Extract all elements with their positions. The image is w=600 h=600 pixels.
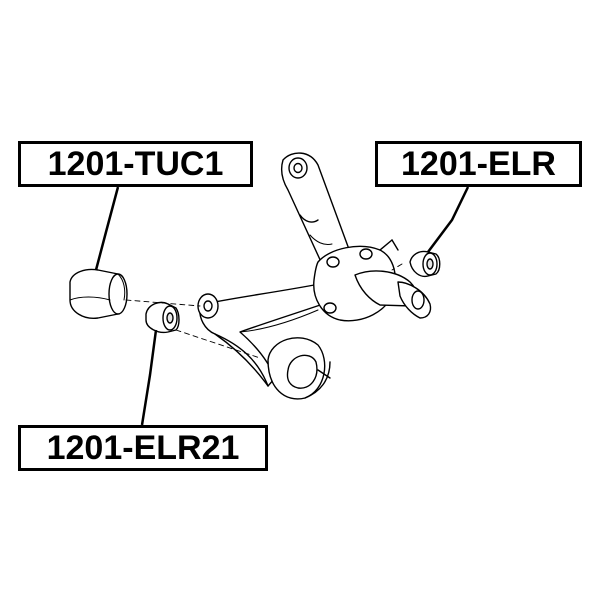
bushing-elr21 (145, 301, 180, 334)
bushing-tuc1 (69, 268, 128, 319)
leader-tuc1 (94, 186, 120, 271)
part-label-elr21[interactable]: 1201-ELR21 (18, 425, 268, 471)
part-label-tuc1[interactable]: 1201-TUC1 (18, 141, 253, 187)
alignment-lines (125, 263, 403, 359)
trailing-arm (197, 281, 336, 387)
part-label-elr[interactable]: 1201-ELR (375, 141, 582, 187)
leader-elr21 (140, 329, 158, 426)
leader-lines (94, 186, 470, 426)
upper-knuckle-arm (280, 152, 351, 265)
leader-elr (427, 186, 470, 253)
bushing-elr (409, 250, 441, 278)
hub-knuckle (313, 239, 432, 322)
lower-eye (267, 337, 331, 400)
